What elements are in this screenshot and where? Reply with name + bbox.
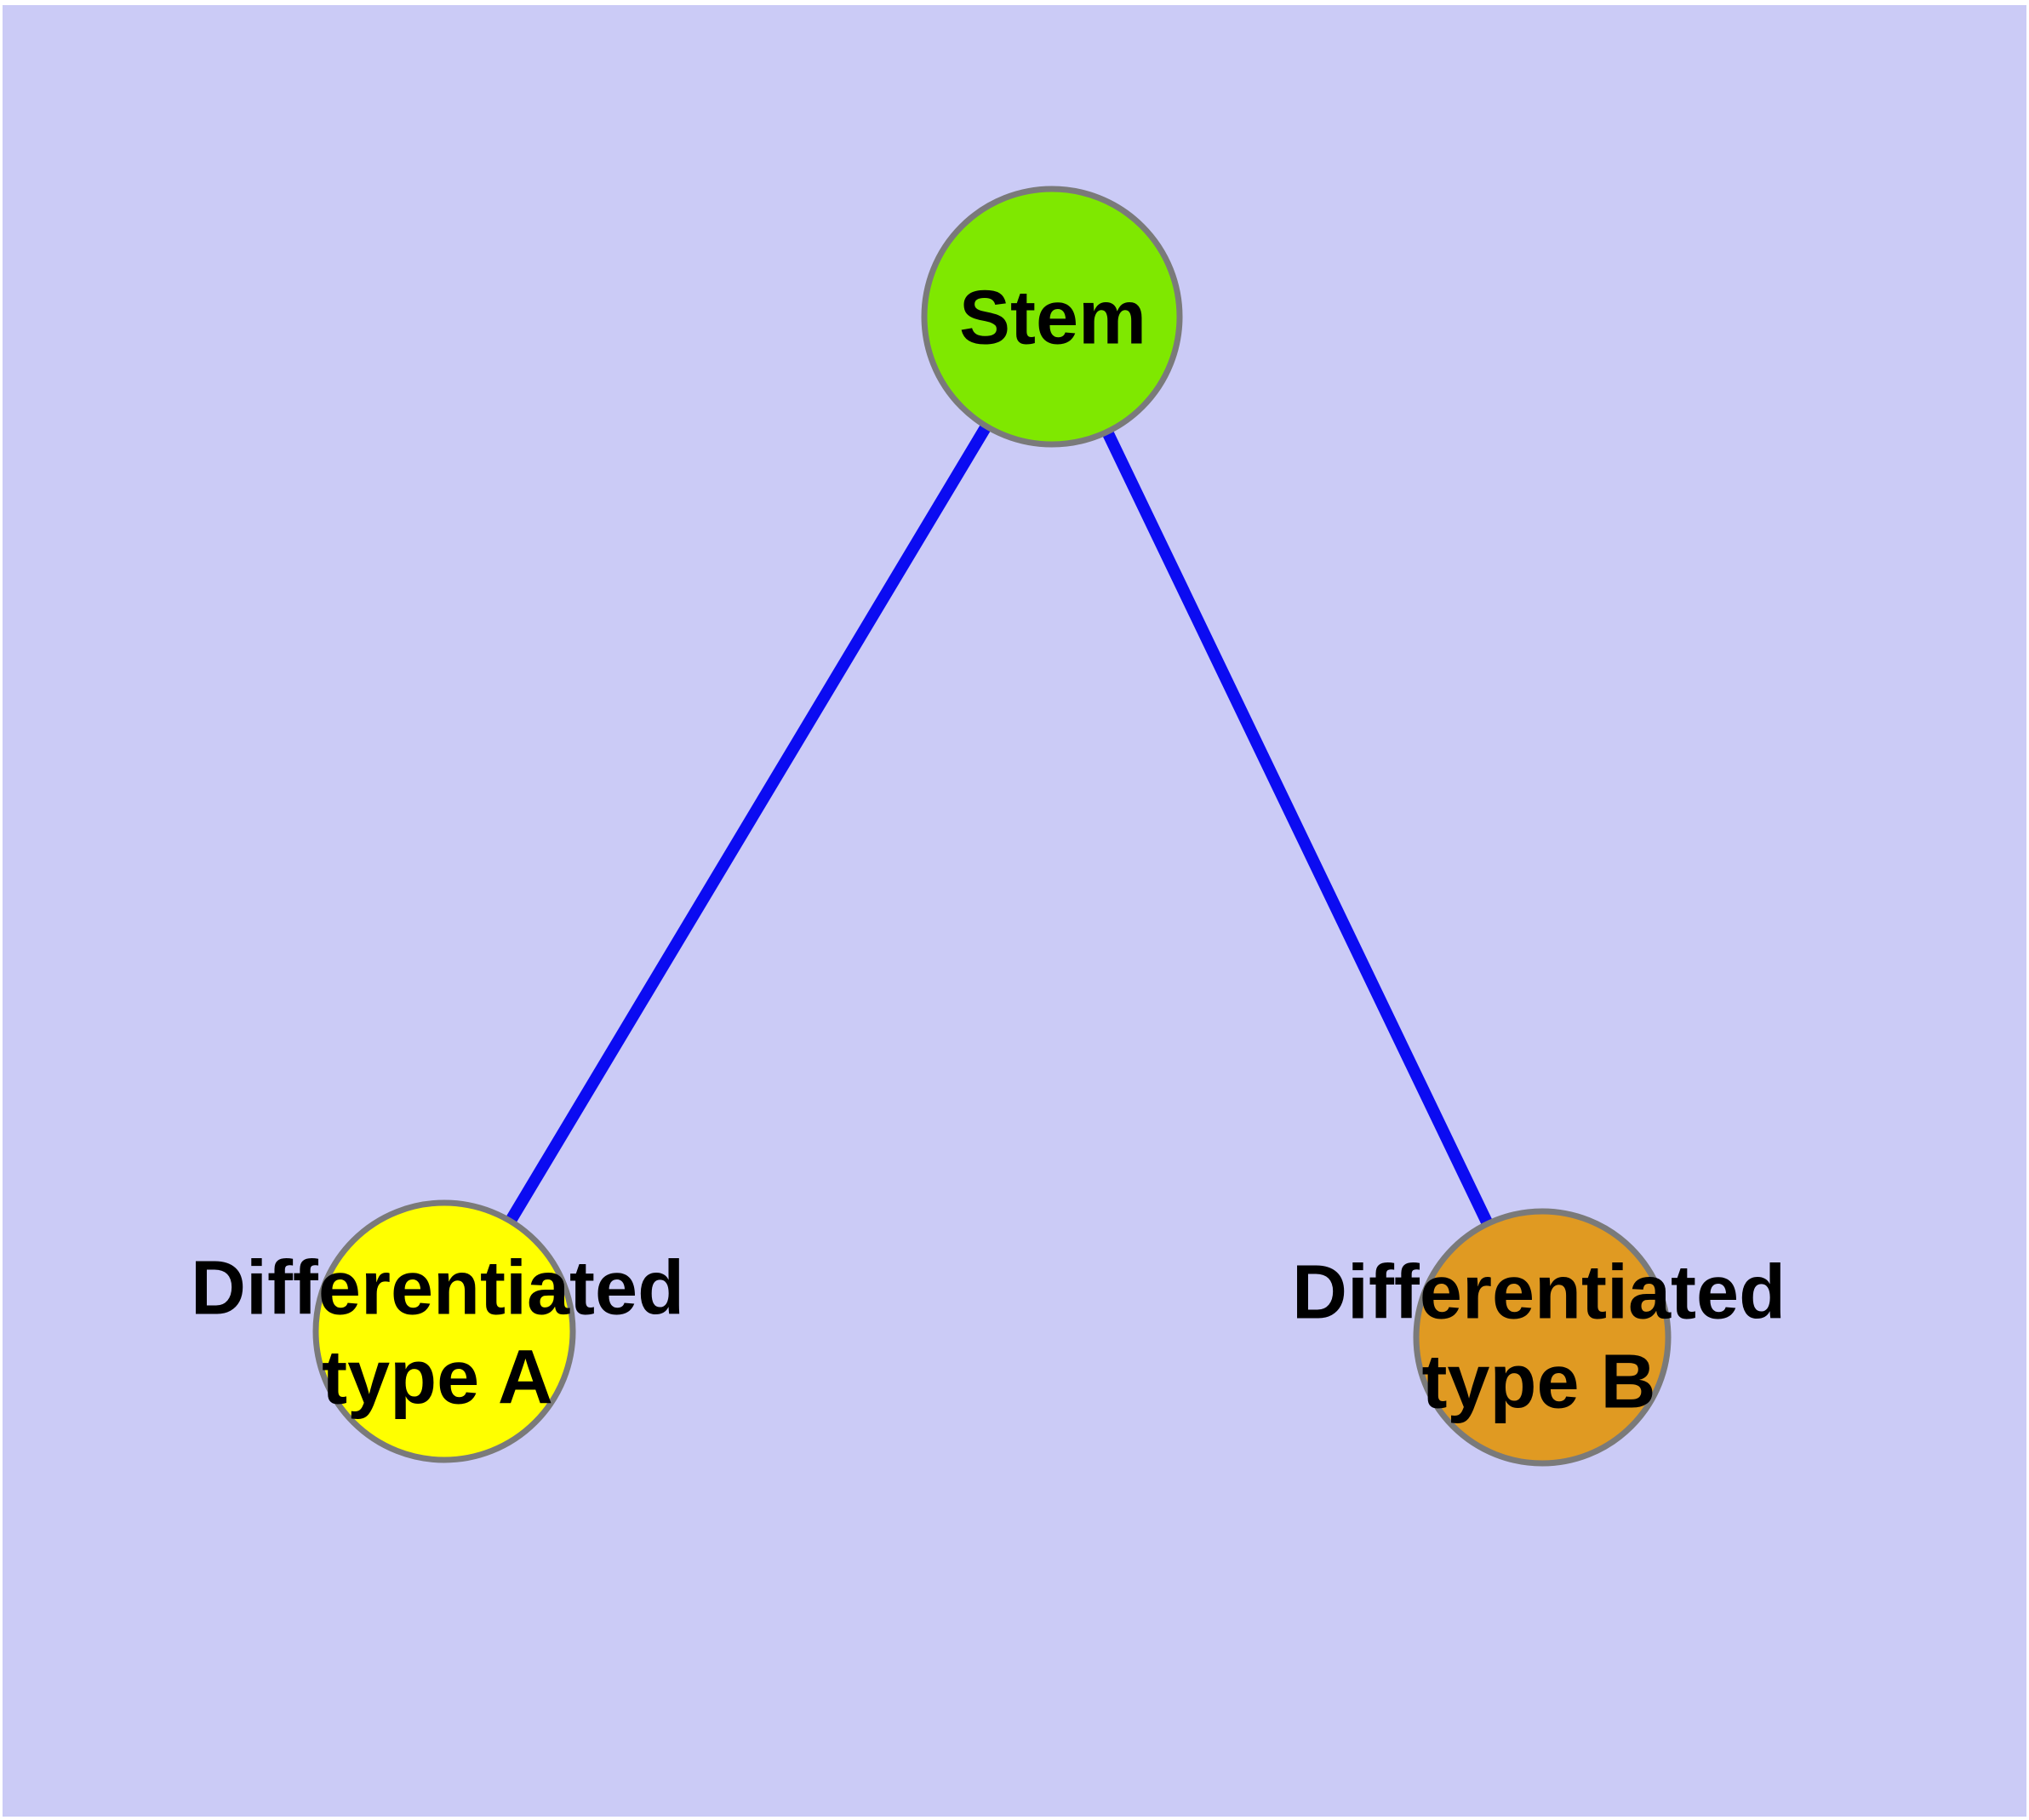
node-type-b-circle	[1413, 1208, 1672, 1467]
edge-stem-to-type-b	[1046, 313, 1548, 1341]
edge-stem-to-type-a	[438, 313, 1058, 1335]
node-stem-circle	[921, 186, 1183, 448]
node-type-a-circle	[312, 1199, 576, 1463]
